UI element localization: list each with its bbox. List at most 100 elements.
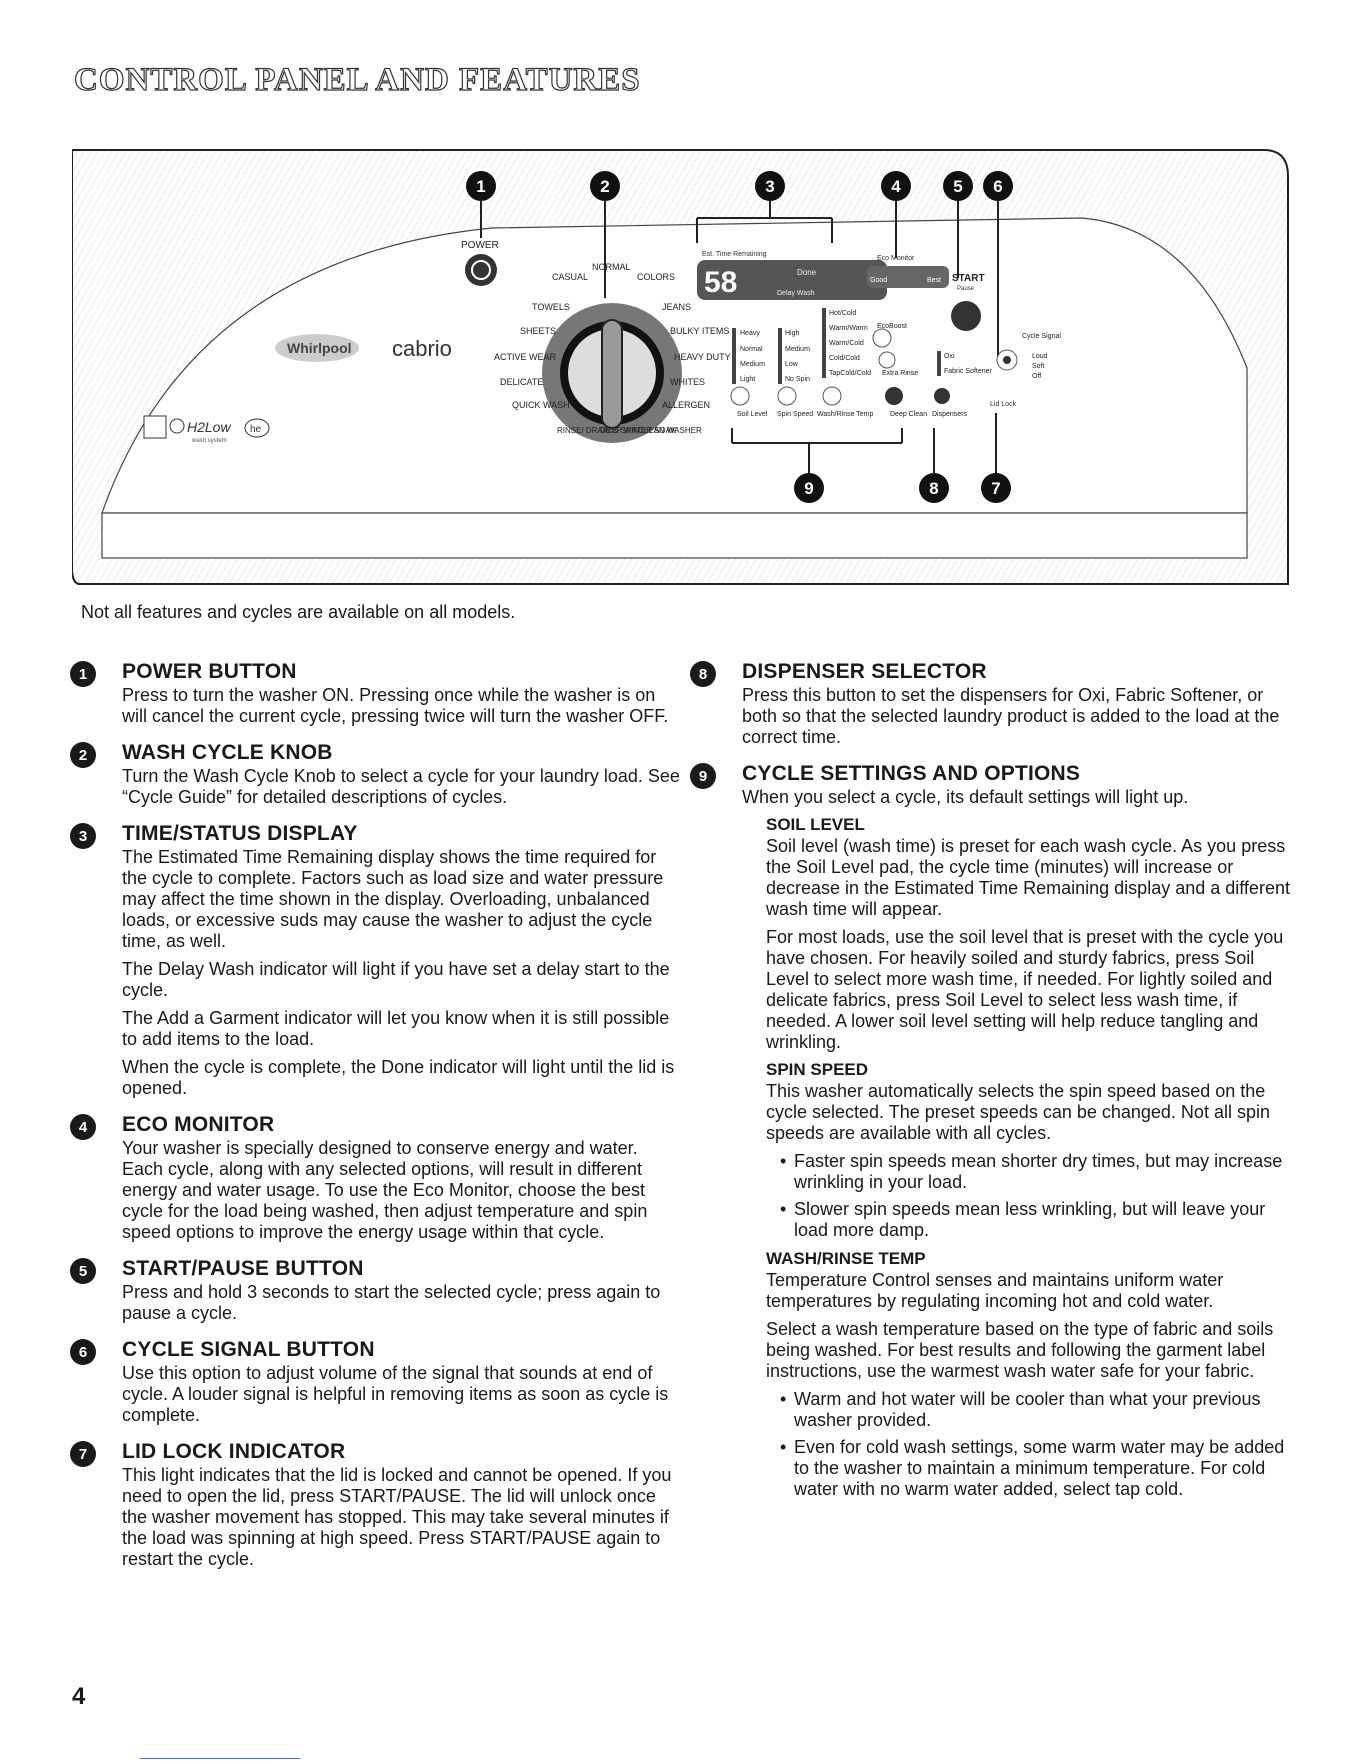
svg-text:Delay Wash: Delay Wash [777,290,815,297]
list-item: Warm and hot water will be cooler than w… [780,1389,1290,1431]
callout-8: 8 [929,479,938,498]
svg-text:Best: Best [927,277,941,284]
svg-text:Fabric Softener: Fabric Softener [944,368,993,375]
page-title: CONTROL PANEL AND FEATURES [73,61,641,98]
callout-7: 7 [991,479,1000,498]
section-cycle-settings: 9 CYCLE SETTINGS AND OPTIONS When you se… [690,762,1290,1500]
svg-text:Low: Low [785,361,799,368]
callout-3: 3 [765,177,774,196]
subsection-soil-level: SOIL LEVEL Soil level (wash time) is pre… [766,815,1290,1052]
svg-text:Off: Off [1032,373,1041,380]
svg-text:Deep Clean: Deep Clean [890,411,927,418]
section-dispenser-selector: 8 DISPENSER SELECTOR Press this button t… [690,660,1290,748]
power-icon [465,254,497,286]
svg-text:SHEETS: SHEETS [520,326,556,336]
callout-2: 2 [600,177,609,196]
svg-text:CLEAN WASHER: CLEAN WASHER [638,426,702,435]
section-cycle-signal-button: 6 CYCLE SIGNAL BUTTON Use this option to… [70,1338,680,1426]
section-time-status-display: 3 TIME/STATUS DISPLAY The Estimated Time… [70,822,680,1099]
svg-text:Warm/Cold: Warm/Cold [829,340,864,347]
svg-text:JEANS: JEANS [662,302,691,312]
right-column: 8 DISPENSER SELECTOR Press this button t… [690,660,1290,1514]
svg-text:Soil Level: Soil Level [737,411,768,418]
spin-speed-icon [777,386,797,406]
svg-text:HEAVY DUTY: HEAVY DUTY [674,352,731,362]
temp-icon [822,386,842,406]
svg-text:Good: Good [870,277,887,284]
dispenser-icon [934,388,950,404]
svg-text:Oxi: Oxi [944,353,955,360]
model-logo: cabrio [392,336,452,361]
extra-rinse-icon [878,351,896,369]
footer-rule [140,1758,300,1759]
subsection-spin-speed: SPIN SPEED This washer automatically sel… [742,1060,1290,1241]
he-logo: he [250,424,262,435]
ecoboost-icon [872,328,892,348]
svg-text:Spin Speed: Spin Speed [777,411,813,418]
water-drop-icon [169,418,185,434]
svg-text:Soft: Soft [1032,363,1045,370]
list-item: Even for cold wash settings, some warm w… [780,1437,1290,1500]
svg-text:WHITES: WHITES [670,377,705,387]
callout-1: 1 [476,177,485,196]
section-eco-monitor: 4 ECO MONITOR Your washer is specially d… [70,1113,680,1243]
svg-text:Normal: Normal [740,346,763,353]
svg-text:Extra Rinse: Extra Rinse [882,370,918,377]
svg-text:No Spin: No Spin [785,376,810,383]
svg-text:Cycle Signal: Cycle Signal [1022,333,1061,340]
svg-text:ALLERGEN: ALLERGEN [662,400,710,410]
start-pause-icon [951,301,981,331]
list-item: Faster spin speeds mean shorter dry time… [780,1151,1290,1193]
svg-text:EcoBoost: EcoBoost [877,323,907,330]
svg-text:Light: Light [740,376,755,383]
brand-logo: Whirlpool [287,340,352,356]
svg-text:Warm/Warm: Warm/Warm [829,325,868,332]
svg-text:Cold/Cold: Cold/Cold [829,355,860,362]
list-item: Slower spin speeds mean less wrinkling, … [780,1199,1290,1241]
eco-monitor-label: Eco Monitor [877,255,915,262]
left-column: 1 POWER BUTTON Press to turn the washer … [70,660,680,1584]
callout-4: 4 [891,177,901,196]
callout-6: 6 [993,177,1002,196]
svg-text:RINSE/ DRAIN & SPIN: RINSE/ DRAIN & SPIN [557,426,639,435]
section-start-pause-button: 5 START/PAUSE BUTTON Press and hold 3 se… [70,1257,680,1324]
soil-level-icon [730,386,750,406]
svg-text:Pause: Pause [957,286,975,292]
svg-text:Dispensers: Dispensers [932,411,968,418]
time-display [697,260,887,300]
svg-text:Hot/Cold: Hot/Cold [829,310,856,317]
svg-text:ACTIVE WEAR: ACTIVE WEAR [494,352,557,362]
power-label: POWER [461,240,499,251]
section-power-button: 1 POWER BUTTON Press to turn the washer … [70,660,680,727]
svg-text:wash system: wash system [191,438,227,444]
control-panel-illustration: 1 2 3 4 5 6 9 8 7 POWER Whirlpool cabrio… [72,149,1289,585]
subsection-wash-rinse-temp: WASH/RINSE TEMP Temperature Control sens… [742,1249,1290,1500]
svg-text:Done: Done [797,268,817,277]
display-digits: 58 [704,266,737,299]
start-label: START [952,273,985,284]
svg-text:BULKY ITEMS: BULKY ITEMS [670,326,729,336]
svg-text:COLORS: COLORS [637,272,675,282]
svg-text:DEEP WATER SOAK: DEEP WATER SOAK [600,426,677,435]
svg-text:High: High [785,330,800,337]
lid-icon [143,415,167,439]
deep-clean-icon [885,387,903,405]
lid-lock-label: Lid Lock [990,401,1017,408]
svg-text:TapCold/Cold: TapCold/Cold [829,370,871,377]
svg-text:TOWELS: TOWELS [532,302,570,312]
availability-note: Not all features and cycles are availabl… [81,602,516,622]
svg-text:QUICK WASH: QUICK WASH [512,400,570,410]
svg-text:NORMAL: NORMAL [592,262,631,272]
svg-text:DELICATE: DELICATE [500,377,543,387]
page-number: 4 [72,1683,86,1710]
eco-monitor-bar [867,266,949,288]
svg-text:Medium: Medium [785,346,810,353]
est-time-label: Est. Time Remaining [702,251,767,258]
section-wash-cycle-knob: 2 WASH CYCLE KNOB Turn the Wash Cycle Kn… [70,741,680,808]
svg-text:Heavy: Heavy [740,330,760,337]
callout-5: 5 [953,177,962,196]
svg-text:Loud: Loud [1032,353,1048,360]
section-lid-lock-indicator: 7 LID LOCK INDICATOR This light indicate… [70,1440,680,1570]
callout-9: 9 [804,479,813,498]
svg-text:Wash/Rinse Temp: Wash/Rinse Temp [817,411,874,418]
